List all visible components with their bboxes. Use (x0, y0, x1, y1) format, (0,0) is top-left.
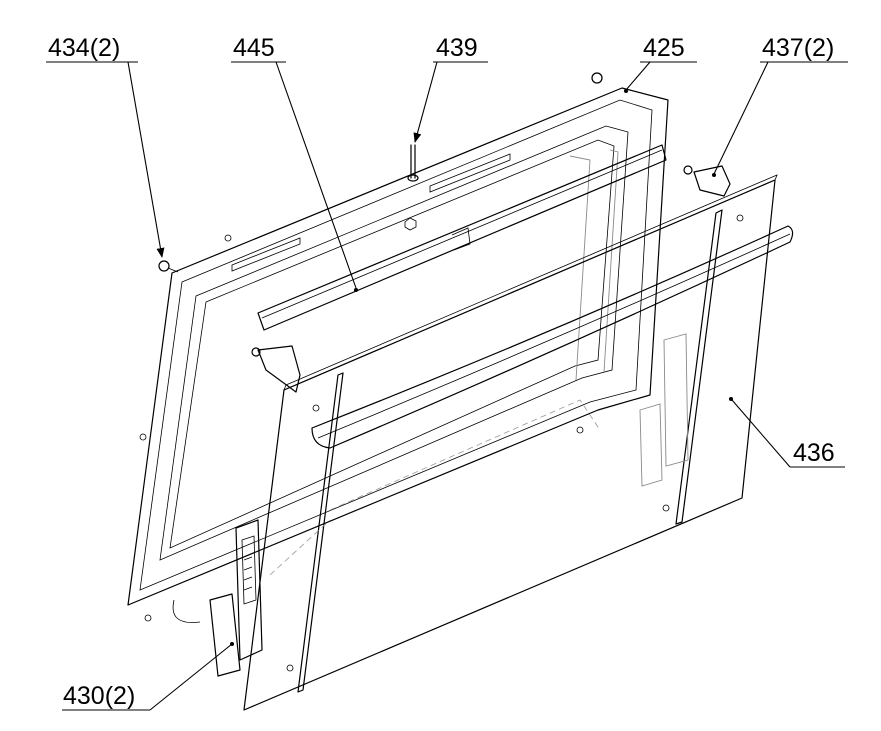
leader-439 (413, 61, 438, 143)
callout-439: 439 (436, 34, 478, 62)
callout-436: 436 (793, 439, 835, 467)
part-437-bracket (683, 165, 731, 197)
part-439-pin (407, 144, 419, 182)
part-445-support-profile (251, 144, 667, 393)
leader-437 (713, 61, 769, 175)
part-436-outer-glass (243, 174, 778, 711)
leader-437-dot (712, 173, 716, 177)
callout-430: 430(2) (63, 682, 135, 710)
part-425-inner-frame (127, 72, 669, 622)
leader-425 (625, 61, 651, 91)
leader-430 (149, 643, 233, 711)
leader-430-dot (230, 642, 234, 646)
leader-445 (275, 61, 357, 289)
leader-425-dot (624, 89, 628, 93)
hinge-through-glass (639, 333, 689, 487)
part-434-screw (158, 72, 603, 273)
callout-425: 425 (643, 34, 685, 62)
leader-436-dot (729, 397, 733, 401)
leader-445-dot (354, 288, 358, 292)
part-430-hinge (172, 519, 263, 677)
leader-434 (127, 61, 165, 258)
callout-445: 445 (233, 34, 275, 62)
leader-436 (731, 399, 791, 468)
callout-437: 437(2) (762, 34, 834, 62)
callout-434: 434(2) (48, 34, 120, 62)
door-handle (311, 225, 794, 449)
